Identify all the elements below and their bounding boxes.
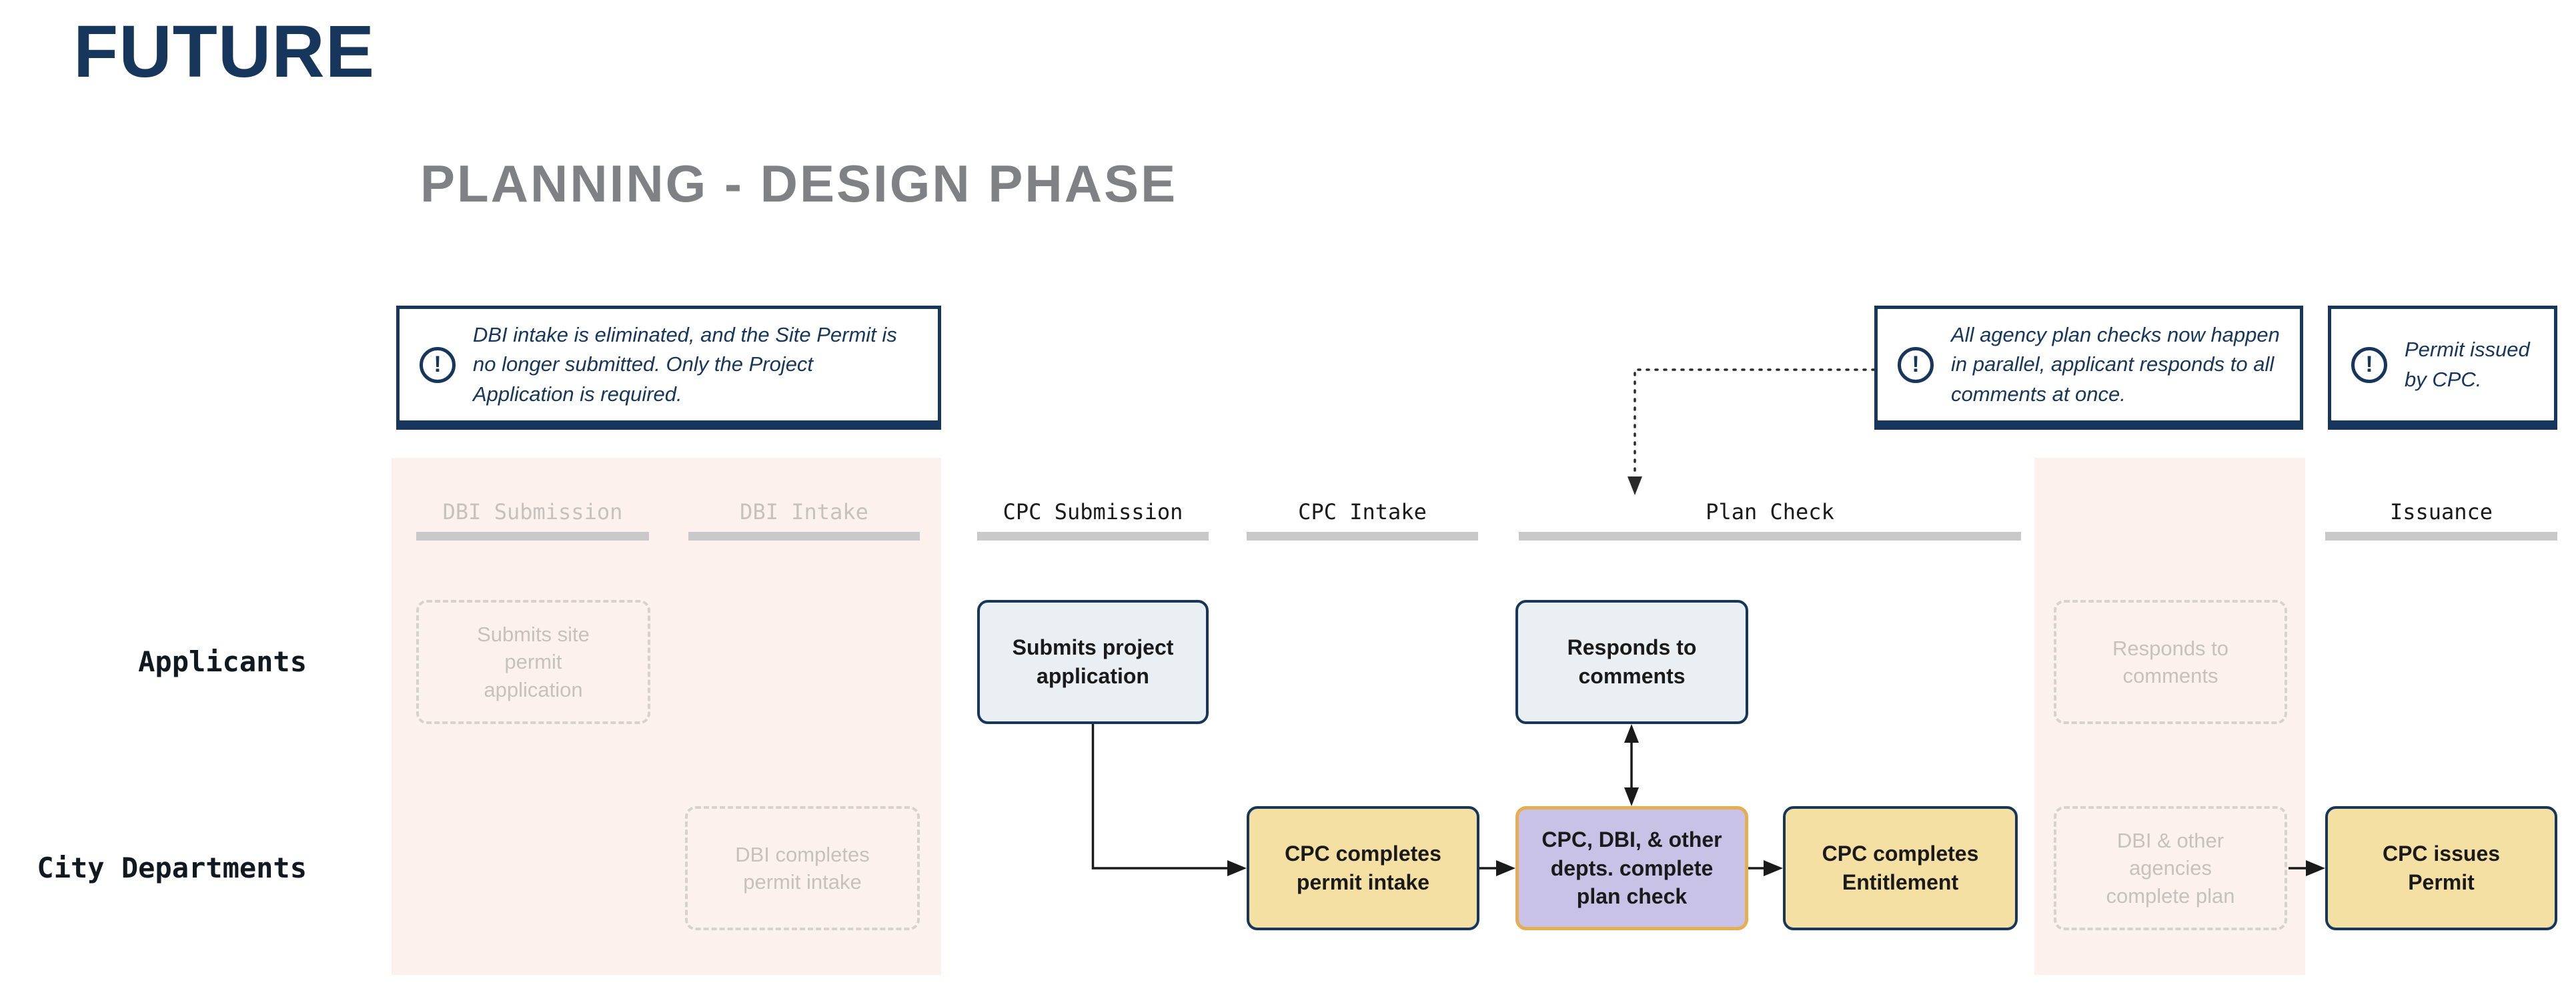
phase-header-issuance: Issuance — [2389, 499, 2493, 525]
phase-bar-cpc-submission — [977, 532, 1209, 541]
box-submits-site-permit-application: Submits site permit application — [416, 600, 650, 724]
callout-dbi-intake-eliminated: ! DBI intake is eliminated, and the Site… — [396, 306, 941, 430]
phase-header-dbi-intake: DBI Intake — [740, 499, 868, 525]
alert-icon: ! — [1898, 346, 1934, 383]
callout-parallel-plan-checks: ! All agency plan checks now happen in p… — [1874, 306, 2303, 430]
page-title: FUTURE — [73, 11, 376, 93]
callout-permit-issued-by-cpc: ! Permit issued by CPC. — [2328, 306, 2557, 430]
phase-title: PLANNING - DESIGN PHASE — [420, 154, 1178, 213]
phase-bar-cpc-intake — [1247, 532, 1478, 541]
lane-label-city-departments: City Departments — [37, 852, 307, 884]
eliminated-parallel-region — [2034, 458, 2305, 975]
phase-header-plan-check: Plan Check — [1706, 499, 1834, 525]
arrow-intake-to-plancheck — [1479, 860, 1515, 876]
box-depts-complete-plan-check: CPC, DBI, & other depts. complete plan c… — [1515, 806, 1748, 930]
box-cpc-completes-permit-intake: CPC completes permit intake — [1247, 806, 1479, 930]
arrow-comments-double — [1624, 724, 1639, 806]
box-dbi-completes-permit-intake: DBI completes permit intake — [685, 806, 920, 930]
box-responds-to-comments: Responds to comments — [1515, 600, 1748, 724]
phase-header-dbi-submission: DBI Submission — [442, 499, 623, 525]
box-submits-project-application: Submits project application — [977, 600, 1209, 724]
box-responds-to-comments-faded: Responds to comments — [2054, 600, 2287, 724]
dotted-callout-pointer — [1628, 368, 1876, 495]
callout-text: Permit issued by CPC. — [2405, 338, 2530, 391]
callout-text: DBI intake is eliminated, and the Site P… — [473, 323, 897, 406]
callout-text: All agency plan checks now happen in par… — [1951, 323, 2280, 406]
phase-bar-dbi-intake — [688, 532, 920, 541]
phase-header-cpc-submission: CPC Submission — [1003, 499, 1183, 525]
box-dbi-agencies-complete-plan: DBI & other agencies complete plan — [2054, 806, 2287, 930]
phase-bar-dbi-submission — [416, 532, 649, 541]
phase-header-cpc-intake: CPC Intake — [1298, 499, 1427, 525]
lane-label-applicants: Applicants — [138, 645, 307, 678]
arrow-submit-to-intake — [1091, 724, 1247, 876]
box-cpc-completes-entitlement: CPC completes Entitlement — [1783, 806, 2018, 930]
eliminated-dbi-region — [392, 458, 941, 975]
phase-bar-plan-check — [1519, 532, 2021, 541]
alert-icon: ! — [2351, 346, 2387, 383]
alert-icon: ! — [420, 346, 456, 383]
phase-bar-issuance — [2325, 532, 2557, 541]
box-cpc-issues-permit: CPC issues Permit — [2325, 806, 2557, 930]
arrow-plancheck-to-entitlement — [1748, 860, 1783, 876]
